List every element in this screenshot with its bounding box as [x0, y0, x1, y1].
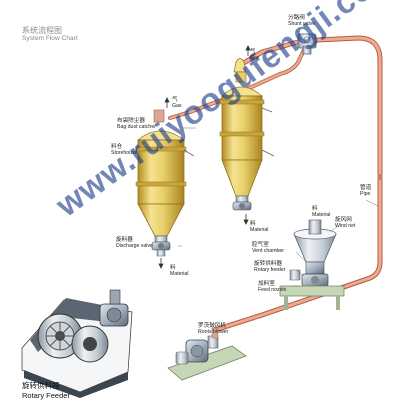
label-bag-dust-catcher: 布袋除尘器 Bag dust catcher — [117, 118, 156, 130]
roots-blower-unit — [167, 327, 247, 381]
label-roots-blower: 罗茨鼓风机 Roots blower — [198, 323, 229, 335]
label-material-right: 料 Material — [312, 206, 331, 218]
chart-title-zh: 系统流程图 — [22, 26, 62, 35]
label-material-mid: 料 Material — [250, 221, 269, 233]
label-storehouse-zh: 料仓 — [111, 144, 123, 150]
label-material-left-zh: 料 — [170, 265, 176, 271]
label-gas-left-zh: 气 — [172, 97, 178, 103]
label-material-right-zh: 料 — [312, 206, 318, 212]
label-pipe-zh: 管道 — [360, 185, 372, 191]
label-rotary-feeder-en: Rotary feeder — [254, 266, 286, 273]
right-cyclone-tank — [219, 58, 275, 211]
label-bag-dust-catcher-zh: 布袋除尘器 — [117, 118, 145, 124]
label-wind-net: 旋风网 Wind net — [335, 217, 356, 229]
label-material-left-en: Material — [170, 270, 189, 277]
caption-rotary-feeder-en: Rotary Feeder — [22, 391, 70, 400]
label-vent-chamber-en: Vent chamber — [252, 247, 285, 254]
flow-arrows — [158, 45, 381, 269]
label-feed-nozzle-zh: 加料室 — [258, 281, 275, 287]
label-gas-right-zh: 气 — [250, 49, 256, 55]
label-discharge-valve: 旋料器 Discharge valve — [116, 237, 153, 249]
label-discharge-valve-en: Discharge valve — [116, 242, 153, 249]
caption-rotary-feeder: 旋转供料器 Rotary Feeder — [22, 380, 70, 400]
label-roots-blower-en: Roots blower — [198, 328, 229, 335]
label-feed-nozzle: 加料室 Feed nozzle — [258, 281, 287, 293]
label-vent-chamber: 腔气室 Vent chamber — [252, 242, 285, 254]
label-material-left: 料 Material — [170, 265, 189, 277]
label-gas-right-en: Gas — [250, 54, 260, 61]
label-pipe: 管道 Pipe — [360, 185, 372, 197]
label-discharge-valve-zh: 旋料器 — [116, 237, 133, 243]
label-gas-left: 气 Gas — [172, 97, 182, 109]
leader-lines — [178, 29, 379, 287]
chart-title-en: System Flow Chart — [22, 35, 78, 42]
label-gas-left-en: Gas — [172, 102, 182, 109]
label-wind-net-zh: 旋风网 — [335, 217, 352, 223]
label-roots-blower-zh: 罗茨鼓风机 — [198, 323, 226, 329]
label-material-right-en: Material — [312, 211, 331, 218]
label-material-mid-en: Material — [250, 226, 269, 233]
label-material-mid-zh: 料 — [250, 221, 256, 227]
label-shunt-valve-zh: 分路阀 — [288, 15, 305, 21]
label-vent-chamber-zh: 腔气室 — [252, 242, 269, 248]
label-gas-right: 气 Gas — [250, 49, 260, 61]
label-wind-net-en: Wind net — [335, 222, 356, 229]
caption-rotary-feeder-zh: 旋转供料器 — [22, 381, 60, 390]
label-rotary-feeder: 旋转供料器 Rotary feeder — [254, 261, 286, 273]
label-shunt-valve-en: Shunt valve — [288, 20, 316, 27]
left-storage-tank — [135, 109, 195, 257]
label-bag-dust-catcher-en: Bag dust catcher — [117, 123, 156, 130]
shunt-valve — [297, 33, 317, 55]
label-storehouse-en: Storehouse — [111, 149, 138, 156]
feed-hopper-station — [279, 219, 345, 310]
rotary-feeder-photo — [21, 289, 133, 398]
label-storehouse: 料仓 Storehouse — [111, 144, 138, 156]
label-shunt-valve: 分路阀 Shunt valve — [288, 15, 316, 27]
label-feed-nozzle-en: Feed nozzle — [258, 286, 287, 293]
label-pipe-en: Pipe — [360, 190, 371, 197]
label-rotary-feeder-zh: 旋转供料器 — [254, 261, 282, 267]
